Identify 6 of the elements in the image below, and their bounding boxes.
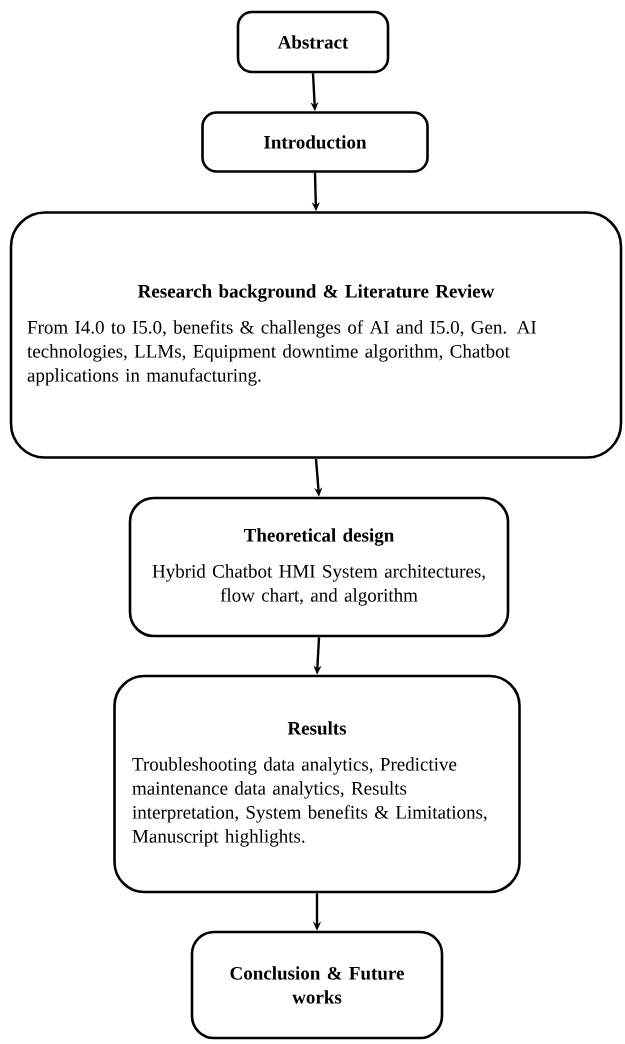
process-box: Abstract <box>236 10 390 74</box>
process-box: Research background & Literature Review From I4.0 to I5.0, benefits & challenges of AI and I5.0, Gen. AI technologies, LLMs, Equipment downtime algorithm, Chatbot applications in manufacturing. <box>9 211 623 459</box>
process-box: Conclusion & Future works <box>190 930 444 1040</box>
process-box: Introduction <box>201 111 429 173</box>
process-box: Theoretical design Hybrid Chatbot HMI System architectures, flow chart, and algorithm <box>128 496 510 638</box>
process-box: Results Troubleshooting data analytics, Predictive maintenance data analytics, Results interpretation, System benefits & Limitations, Manuscript highlights. <box>113 674 521 894</box>
